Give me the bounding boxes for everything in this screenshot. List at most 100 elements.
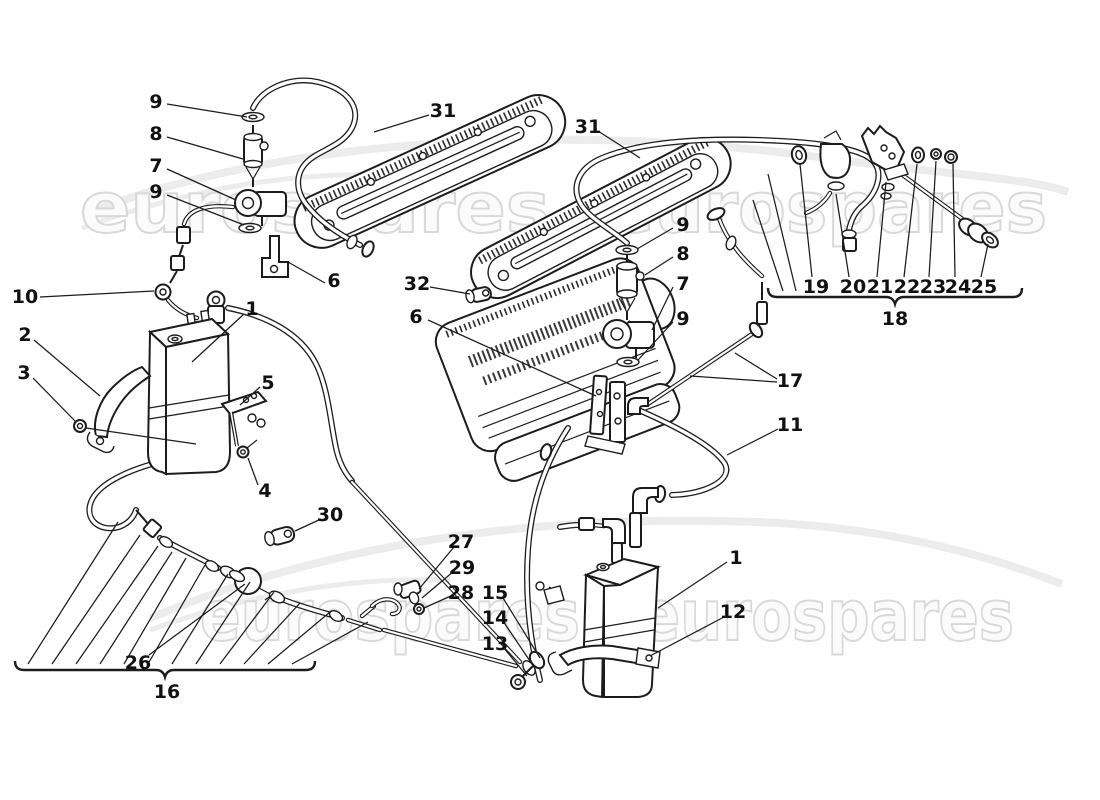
leader-line: [166, 136, 244, 160]
washer-9c: [615, 244, 639, 256]
callout-9: 9: [676, 308, 689, 330]
leader-lines: [32, 103, 989, 677]
leader-line: [876, 181, 887, 278]
leader-line: [767, 173, 797, 292]
callout-10: 10: [12, 286, 38, 308]
callout-2: 2: [18, 324, 31, 346]
callout-1: 1: [245, 298, 258, 320]
ring-19: [790, 145, 808, 165]
callout-20: 20: [840, 276, 866, 298]
leader-line: [191, 313, 245, 363]
ring-23: [930, 148, 942, 160]
nut-24: [944, 150, 958, 164]
leader-line: [928, 160, 937, 278]
leader-line: [726, 428, 779, 456]
solenoid-valve-7a: [234, 189, 287, 226]
leader-line: [247, 457, 259, 486]
callout-14: 14: [482, 607, 508, 629]
callout-21: 21: [867, 276, 893, 298]
filter-8a: [243, 132, 269, 187]
leader-line: [429, 286, 471, 295]
leader-line: [421, 570, 455, 599]
bracket-12: [535, 581, 661, 676]
callout-8: 8: [676, 243, 689, 265]
washer-22: [911, 146, 925, 164]
hose-end-31-left: [361, 240, 375, 258]
leader-line: [239, 386, 261, 406]
leader-line: [502, 646, 528, 677]
leader-line: [267, 611, 331, 665]
cap-25: [958, 217, 999, 249]
leader-line: [637, 321, 674, 361]
bolt-3: [73, 419, 197, 445]
fuel-filter-26: [219, 565, 286, 604]
brace-18: [766, 287, 1024, 309]
leader-line: [835, 193, 850, 278]
clamp: [725, 235, 737, 251]
leader-line: [51, 534, 141, 665]
fitting-17: [748, 321, 764, 339]
leader-line: [147, 564, 206, 665]
leader-line: [32, 377, 77, 423]
watermark-text: eurospares: [640, 575, 1014, 657]
leader-line: [423, 594, 454, 609]
watermark-text: eurospares: [200, 575, 580, 657]
callout-30: 30: [317, 504, 343, 526]
valve-20: [803, 130, 852, 216]
swoosh-top-accent: [81, 172, 391, 231]
leader-line: [752, 199, 784, 292]
callout-7: 7: [149, 155, 162, 177]
callout-17: 17: [777, 370, 803, 392]
leader-line: [123, 557, 187, 665]
hose-flange: [706, 207, 726, 221]
fitting: [176, 226, 191, 244]
callout-8: 8: [149, 123, 162, 145]
elbow-pipe17-end: [627, 397, 649, 415]
callout-15: 15: [482, 582, 508, 604]
leader-line: [33, 339, 101, 397]
bracket-6b: [584, 374, 626, 455]
callout-3: 3: [17, 362, 30, 384]
bracket-21: [860, 124, 909, 200]
leader-line: [980, 243, 989, 278]
leader-line: [219, 591, 275, 665]
bracket-2: [86, 365, 152, 454]
callout-32: 32: [404, 273, 430, 295]
leader-line: [734, 352, 778, 380]
bracket-6a: [261, 235, 289, 278]
leader-line: [689, 375, 778, 383]
leader-line: [166, 194, 245, 226]
elbow-union: [206, 290, 226, 324]
leader-line: [657, 561, 728, 609]
callout-19: 19: [803, 276, 829, 298]
leader-line: [903, 163, 918, 278]
callout-4: 4: [258, 480, 271, 502]
leader-line: [166, 168, 237, 201]
bolt-4: [236, 439, 258, 459]
callout-25: 25: [971, 276, 997, 298]
leader-line: [644, 256, 674, 276]
callout-31: 31: [430, 100, 456, 122]
leader-line: [373, 114, 430, 133]
callout-16: 16: [154, 681, 180, 703]
leader-line: [287, 261, 326, 284]
leader-line: [502, 620, 535, 668]
leader-line: [99, 551, 173, 665]
callout-9: 9: [149, 91, 162, 113]
cam-cover-left: [293, 94, 567, 249]
callout-7: 7: [676, 273, 689, 295]
clamp: [158, 535, 174, 549]
callout-6: 6: [409, 306, 422, 328]
filler-assembly-18: [790, 124, 999, 249]
callout-1: 1: [729, 547, 742, 569]
leader-line: [636, 227, 674, 250]
washer-9d: [616, 356, 640, 368]
elbow-canister-left: [578, 517, 626, 564]
filter-8b: [616, 261, 645, 320]
leader-line: [166, 103, 248, 118]
washer-9a: [241, 111, 265, 123]
callout-11: 11: [777, 414, 803, 436]
callout-23: 23: [920, 276, 946, 298]
